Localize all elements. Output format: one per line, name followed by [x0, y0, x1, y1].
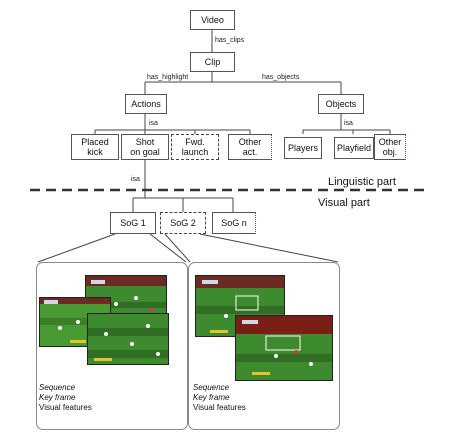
node-sog-2: SoG 2 — [160, 212, 206, 234]
node-placed-kick: Placed kick — [71, 134, 119, 160]
panel-2-sequence-label: Sequence — [193, 383, 230, 392]
edge-label-has-highlight: has_highlight — [147, 74, 189, 81]
panel-2-visual-features-label: Visual features — [193, 403, 246, 412]
node-players: Players — [284, 137, 322, 159]
node-objects: Objects — [318, 94, 364, 114]
edge-label-has-clips: has_clips — [215, 37, 245, 44]
edge-label-has-objects: has_objects — [262, 74, 300, 81]
keyframe-image-2b — [235, 315, 333, 381]
node-sog-n: SoG n — [212, 212, 256, 234]
panel-1-visual-features-label: Visual features — [39, 403, 92, 412]
node-shot-on-goal: Shot on goal — [121, 134, 169, 160]
node-actions: Actions — [125, 94, 167, 114]
panel-2-caption: Sequence Key frame Visual features — [193, 383, 246, 413]
panel-1-caption: Sequence Key frame Visual features — [39, 383, 92, 413]
visual-panel-2: Sequence Key frame Visual features — [188, 262, 340, 430]
node-sog-1: SoG 1 — [110, 212, 156, 234]
visual-panel-1: Sequence Key frame Visual features — [36, 262, 188, 430]
soccer-field-image — [236, 316, 332, 380]
panel-2-keyframe-label: Key frame — [193, 393, 230, 402]
visual-part-label: Visual part — [318, 197, 370, 209]
edge-label-isa-sog: isa — [131, 176, 140, 183]
node-playfield: Playfield — [334, 137, 374, 159]
keyframe-image-1c — [87, 313, 169, 365]
node-fwd-launch: Fwd. launch — [171, 134, 219, 160]
linguistic-part-label: Linguistic part — [328, 176, 396, 188]
node-clip: Clip — [190, 52, 235, 72]
panel-1-keyframe-label: Key frame — [39, 393, 76, 402]
node-other-act: Other act. — [228, 134, 272, 160]
edge-label-isa-objects: isa — [344, 120, 353, 127]
panel-1-sequence-label: Sequence — [39, 383, 76, 392]
node-video: Video — [190, 10, 235, 30]
soccer-field-image — [88, 314, 168, 364]
edge-label-isa-actions: isa — [149, 120, 158, 127]
node-other-obj: Other obj. — [374, 134, 406, 160]
